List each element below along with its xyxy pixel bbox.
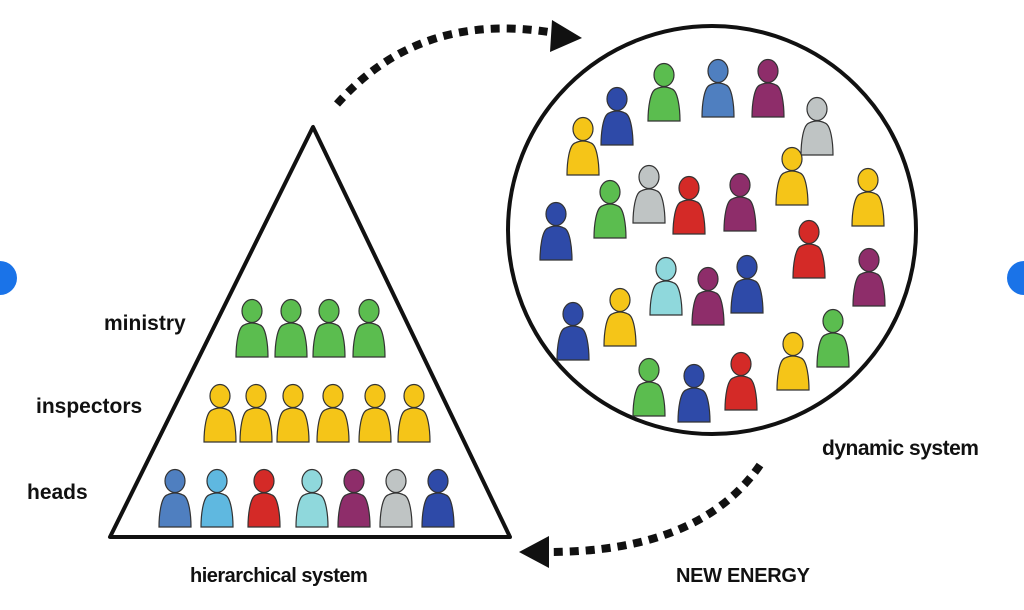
person-figure-circle-11 bbox=[539, 201, 573, 261]
circle-figures bbox=[539, 58, 886, 423]
person-figure-heads-7 bbox=[421, 468, 455, 528]
person-figure-circle-12 bbox=[593, 179, 627, 239]
person-figure-circle-1 bbox=[600, 86, 634, 146]
label-ministry: ministry bbox=[104, 312, 186, 335]
person-figure-circle-25 bbox=[724, 351, 758, 411]
label-new-energy: NEW ENERGY bbox=[676, 565, 810, 587]
person-figure-circle-9 bbox=[723, 172, 757, 232]
person-figure-circle-17 bbox=[556, 301, 590, 361]
person-figure-circle-8 bbox=[672, 175, 706, 235]
person-figure-ministry-1 bbox=[235, 298, 269, 358]
person-figure-circle-4 bbox=[751, 58, 785, 118]
person-figure-circle-13 bbox=[851, 167, 885, 227]
person-figure-heads-1 bbox=[158, 468, 192, 528]
person-figure-circle-6 bbox=[566, 116, 600, 176]
dotted-arrow-top-icon bbox=[334, 20, 582, 107]
person-figure-circle-18 bbox=[691, 266, 725, 326]
person-figure-circle-22 bbox=[816, 308, 850, 368]
person-figure-heads-6 bbox=[379, 468, 413, 528]
person-figure-heads-5 bbox=[337, 468, 371, 528]
label-heads: heads bbox=[27, 481, 88, 504]
person-figure-circle-3 bbox=[701, 58, 735, 118]
pyramid-outline bbox=[108, 125, 512, 539]
person-figure-ministry-4 bbox=[352, 298, 386, 358]
label-inspectors: inspectors bbox=[36, 395, 143, 418]
label-dynamic: dynamic system bbox=[822, 437, 979, 460]
person-figure-circle-14 bbox=[792, 219, 826, 279]
nav-dot-right-icon[interactable] bbox=[1007, 261, 1024, 295]
person-figure-inspectors-6 bbox=[397, 383, 431, 443]
person-figure-ministry-2 bbox=[274, 298, 308, 358]
person-figure-heads-4 bbox=[295, 468, 329, 528]
dotted-arrow-bottom-icon bbox=[519, 462, 764, 568]
dynamic-circle-outline bbox=[506, 24, 918, 436]
person-figure-circle-20 bbox=[603, 287, 637, 347]
nav-dot-left-icon[interactable] bbox=[0, 261, 17, 295]
person-figure-circle-16 bbox=[852, 247, 886, 307]
person-figure-circle-23 bbox=[632, 357, 666, 417]
person-figure-circle-21 bbox=[776, 331, 810, 391]
person-figure-circle-24 bbox=[677, 363, 711, 423]
person-figure-inspectors-3 bbox=[276, 383, 310, 443]
person-figure-heads-3 bbox=[247, 468, 281, 528]
person-figure-ministry-3 bbox=[312, 298, 346, 358]
person-figure-inspectors-5 bbox=[358, 383, 392, 443]
person-figure-inspectors-1 bbox=[203, 383, 237, 443]
person-figure-circle-2 bbox=[647, 62, 681, 122]
person-figure-circle-10 bbox=[775, 146, 809, 206]
person-figure-circle-7 bbox=[632, 164, 666, 224]
person-figure-inspectors-4 bbox=[316, 383, 350, 443]
person-figure-circle-5 bbox=[800, 96, 834, 156]
pyramid-figures bbox=[158, 298, 455, 528]
person-figure-circle-15 bbox=[649, 256, 683, 316]
person-figure-heads-2 bbox=[200, 468, 234, 528]
person-figure-inspectors-2 bbox=[239, 383, 273, 443]
person-figure-circle-19 bbox=[730, 254, 764, 314]
label-hierarchical: hierarchical system bbox=[190, 565, 368, 587]
